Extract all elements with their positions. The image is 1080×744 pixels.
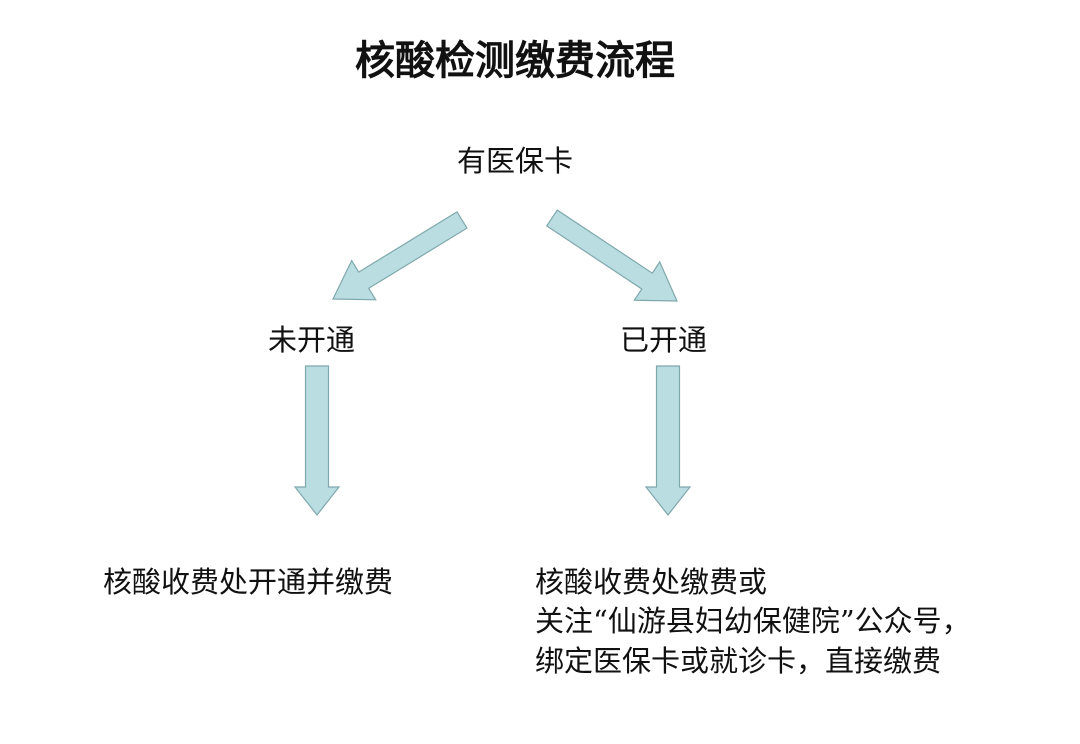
result-activated-line-1: 核酸收费处缴费或 [535,565,768,599]
arrow-not-activated-down [293,365,341,516]
branch-not-activated: 未开通 [268,323,356,357]
result-activated-line-2: 关注“仙游县妇幼保健院”公众号， [535,604,971,638]
arrow-to-activated [545,209,678,302]
root-node: 有医保卡 [456,144,573,178]
arrow-activated-down [644,365,692,516]
result-not-activated: 核酸收费处开通并缴费 [103,565,394,599]
arrow-to-not-activated [332,211,468,301]
result-activated-line-3: 绑定医保卡或就诊卡，直接缴费 [535,644,942,678]
page-title: 核酸检测缴费流程 [355,37,675,84]
branch-activated: 已开通 [620,323,708,357]
